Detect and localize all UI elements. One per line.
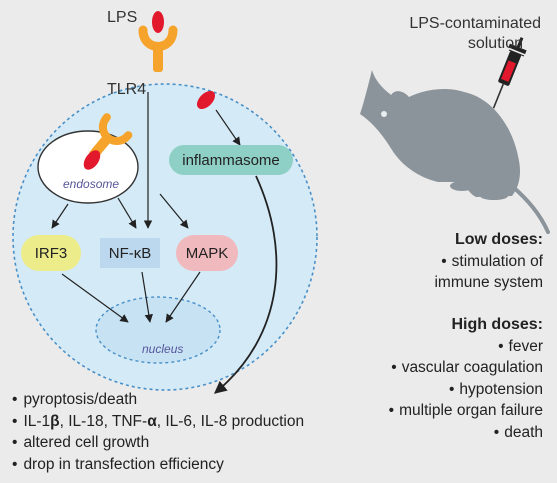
outcome-item: pyroptosis/death bbox=[12, 389, 304, 411]
outcome-item: altered cell growth bbox=[12, 432, 304, 454]
low-dose-item: stimulation of bbox=[434, 251, 543, 273]
high-dose-item: hypotension bbox=[389, 379, 543, 401]
arrow-endosome-nfkb bbox=[117, 197, 137, 229]
contaminated-solution-line2: solution bbox=[467, 35, 523, 52]
outcomes-list: pyroptosis/death IL-1β, IL-18, TNF-α, IL… bbox=[12, 389, 304, 475]
high-doses-block: High doses: fever vascular coagulation h… bbox=[389, 314, 543, 443]
arrow-irf3-nucleus bbox=[61, 273, 129, 323]
irf3-node: IRF3 bbox=[21, 235, 81, 271]
low-doses-heading: Low doses: bbox=[454, 231, 543, 248]
low-dose-item-cont: immune system bbox=[434, 274, 543, 291]
arrow-mapk-nucleus bbox=[165, 271, 201, 323]
mouse-icon bbox=[360, 70, 550, 234]
lps-label: LPS bbox=[107, 9, 138, 26]
mapk-node: MAPK bbox=[176, 235, 238, 271]
arrow-endosome-irf3 bbox=[51, 203, 69, 229]
nucleus bbox=[95, 296, 221, 364]
arrow-tlr4-mapk bbox=[159, 193, 189, 229]
inflammasome-node: inflammasome bbox=[169, 145, 293, 175]
nucleus-label: nucleus bbox=[142, 342, 184, 356]
cytoplasm-lps-icon bbox=[196, 90, 216, 110]
low-doses-block: Low doses: stimulation of immune system bbox=[434, 229, 543, 294]
contaminated-solution-line1: LPS-contaminated bbox=[409, 15, 541, 32]
high-dose-item: fever bbox=[389, 336, 543, 358]
tlr4-label: TLR4 bbox=[107, 81, 147, 98]
lps-molecule-icon bbox=[152, 11, 164, 33]
syringe-pointer bbox=[508, 49, 525, 57]
arrow-inflammasome-outcomes bbox=[214, 175, 278, 394]
contaminated-solution-label: LPS-contaminated solution bbox=[409, 14, 541, 54]
nfkb-node: NF-κB bbox=[100, 238, 160, 268]
cytokine-outcome-item: IL-1β, IL-18, TNF-α, IL-6, IL-8 producti… bbox=[12, 411, 304, 433]
arrow-lps-inflammasome bbox=[215, 109, 241, 146]
endosome-lps-icon bbox=[83, 150, 101, 170]
high-doses-heading: High doses: bbox=[451, 316, 543, 333]
endosome-label: endosome bbox=[63, 177, 120, 191]
high-dose-item: vascular coagulation bbox=[389, 357, 543, 379]
outcome-item: drop in transfection efficiency bbox=[12, 454, 304, 476]
high-dose-item: multiple organ failure bbox=[389, 400, 543, 422]
tlr4-receptor-icon bbox=[138, 25, 178, 72]
high-dose-item: death bbox=[389, 422, 543, 444]
arrow-nfkb-nucleus bbox=[141, 271, 153, 323]
syringe-icon bbox=[492, 37, 527, 109]
